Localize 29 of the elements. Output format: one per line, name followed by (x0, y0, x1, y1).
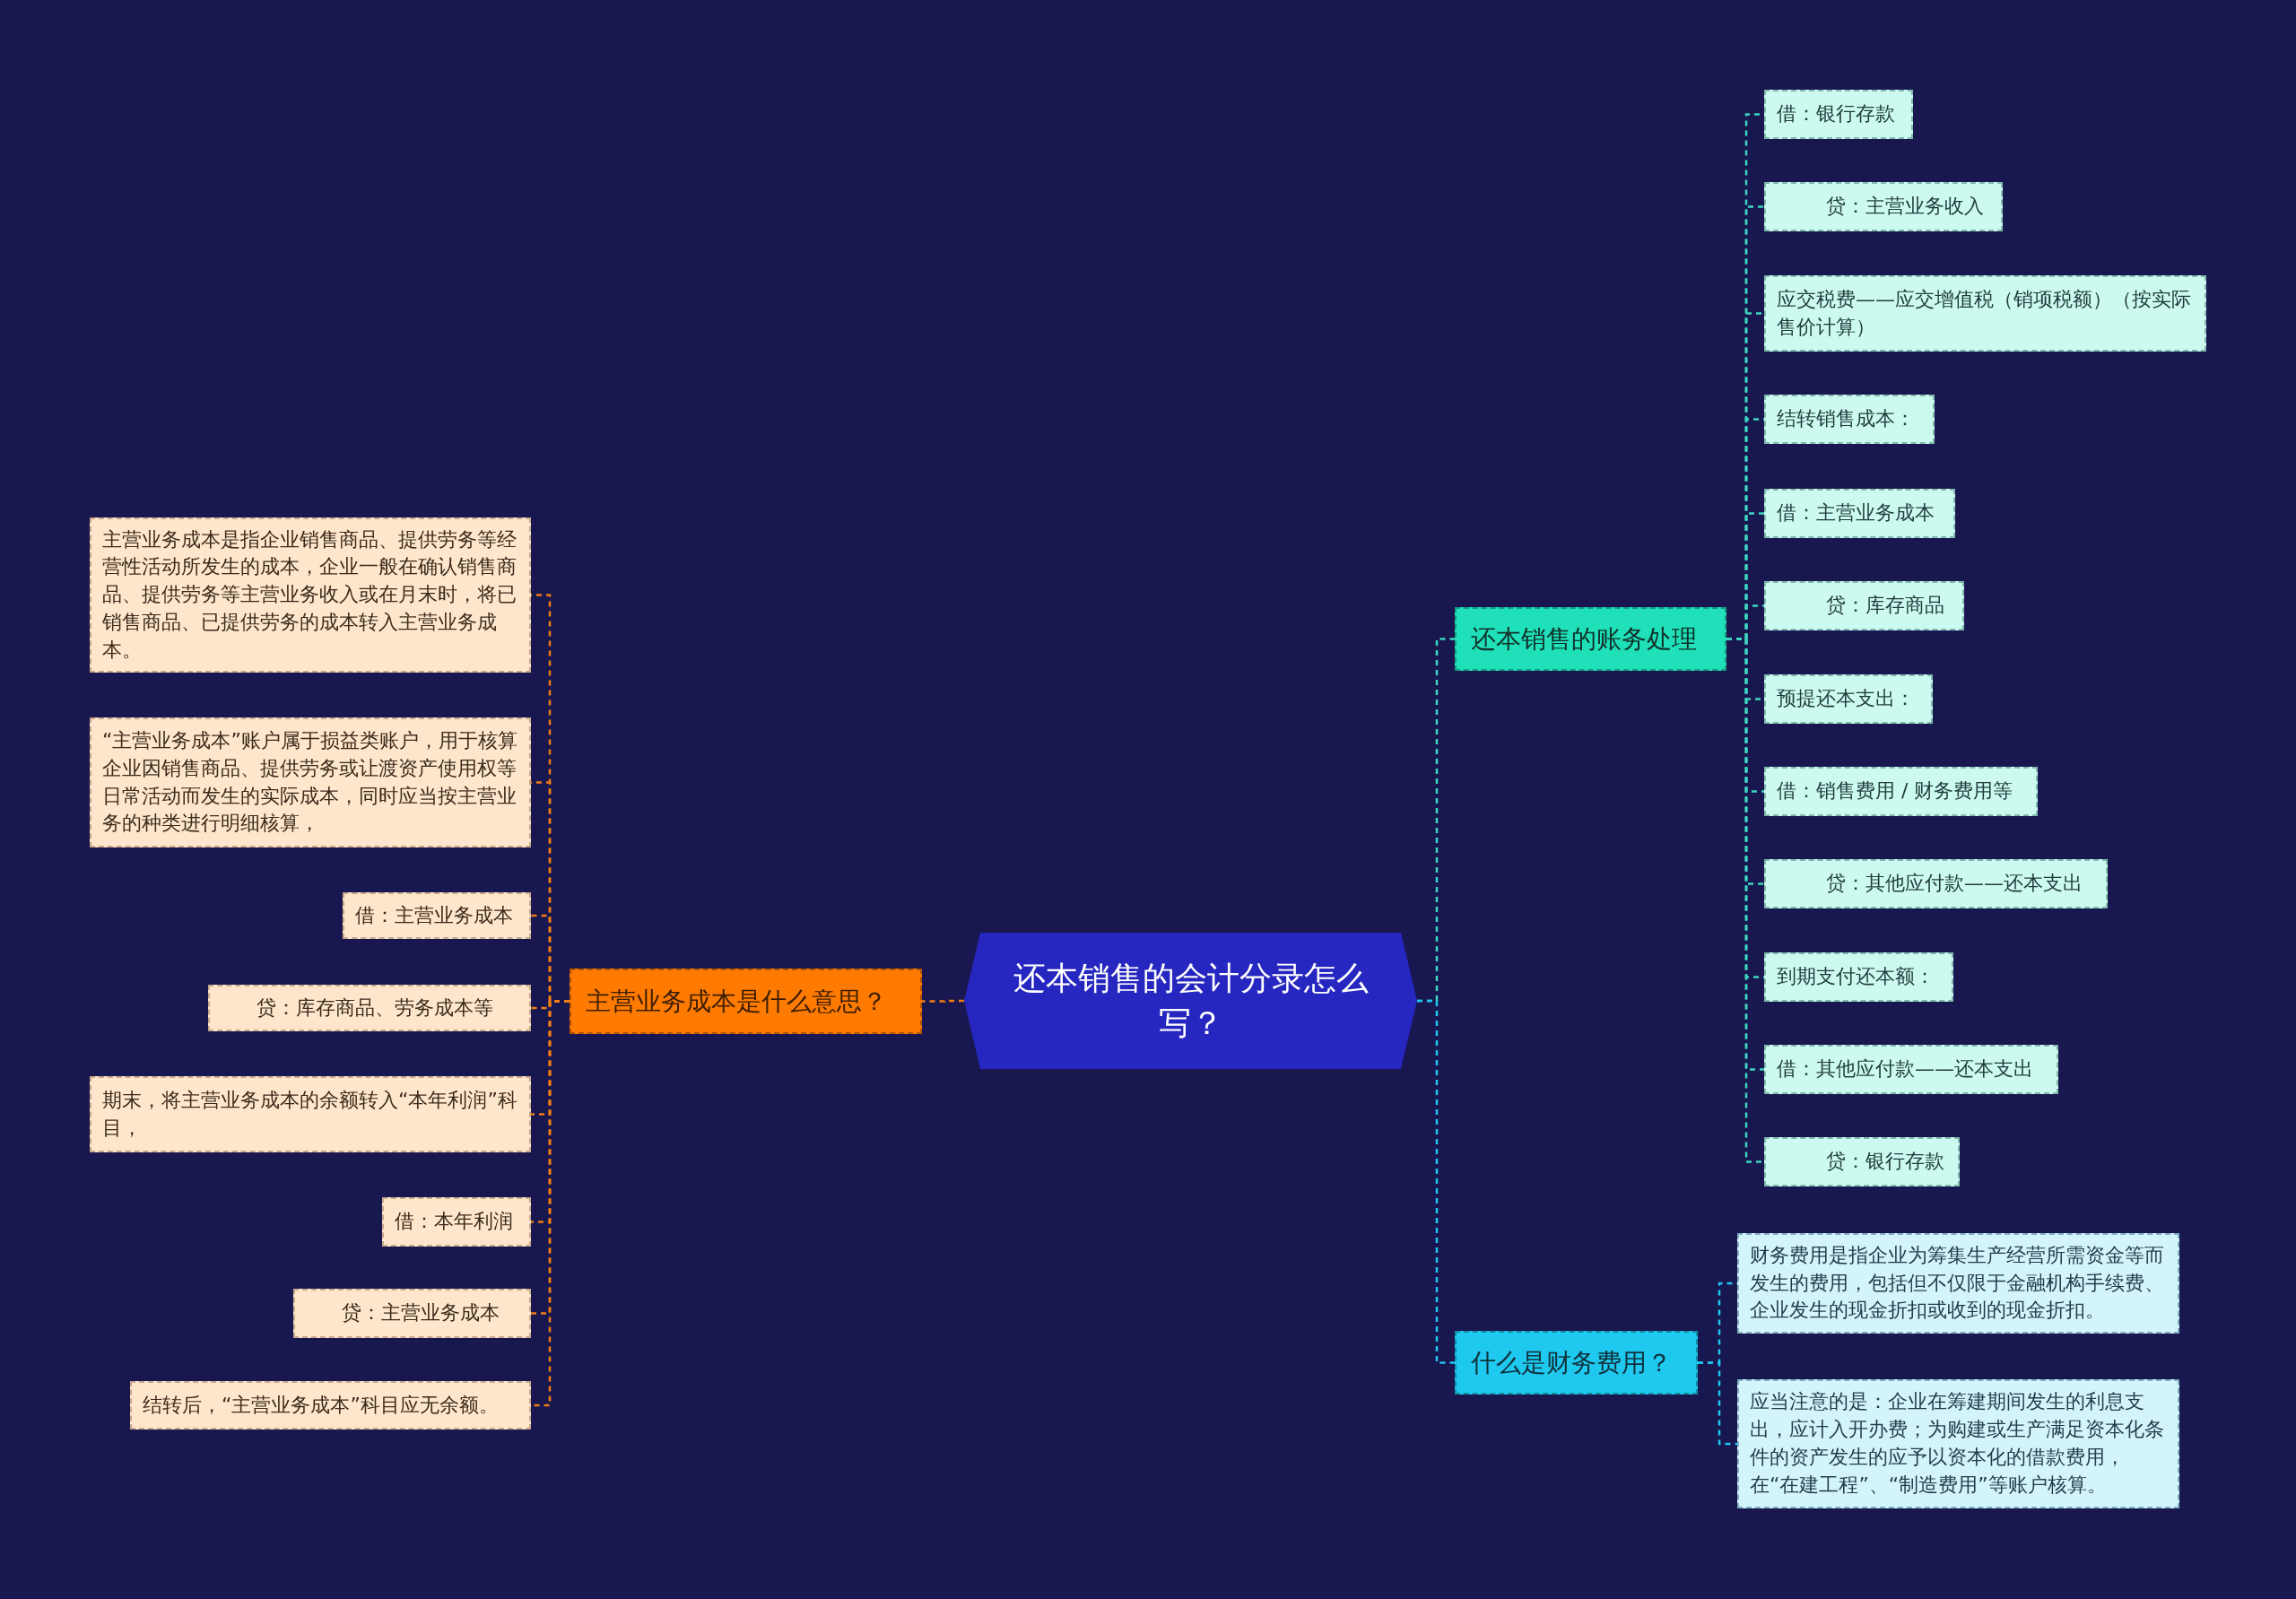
note-card: 借：主营业务成本 (1764, 489, 1955, 538)
note-card: 预提还本支出： (1764, 674, 1933, 724)
note-card: 期末，将主营业务成本的余额转入“本年利润”科目， (90, 1076, 531, 1152)
connector-line (922, 999, 964, 1003)
note-card: 借：其他应付款——还本支出 (1764, 1045, 2058, 1094)
note-card: 借：销售费用 / 财务费用等 (1764, 767, 2038, 816)
note-card: 贷：库存商品、劳务成本等 (208, 985, 531, 1031)
note-card: 应当注意的是：企业在筹建期间发生的利息支出，应计入开办费；为购建或生产满足资本化条件的资产发生的应予以资本化的借款费用，在“在建工程”、“制造费用”等账户核算。 (1737, 1379, 2179, 1508)
note-card: 应交税费——应交增值税（销项税额）（按实际售价计算） (1764, 275, 2206, 352)
note-card: 借：本年利润 (382, 1197, 531, 1247)
note-card: 主营业务成本是指企业销售商品、提供劳务等经营性活动所发生的成本，企业一般在确认销售商品、提供劳务等主营业务收入或在月末时，将已销售商品、已提供劳务的成本转入主营业务成本。 (90, 517, 531, 673)
branch-topic: 主营业务成本是什么意思？ (570, 969, 922, 1034)
connector-line (1417, 999, 1455, 1364)
note-card: 贷：银行存款 (1764, 1137, 1960, 1186)
central-topic: 还本销售的会计分录怎么写？ (964, 933, 1417, 1069)
note-card: “主营业务成本”账户属于损益类账户，用于核算企业因销售商品、提供劳务或让渡资产使用权等日常活动而发生的实际成本，同时应当按主营业务的种类进行明细核算， (90, 717, 531, 847)
note-card: 借：主营业务成本 (343, 892, 531, 939)
note-card: 贷：主营业务成本 (293, 1289, 531, 1338)
connector-line (1698, 1361, 1737, 1446)
branch-topic: 什么是财务费用？ (1455, 1331, 1698, 1395)
note-card: 借：银行存款 (1764, 90, 1913, 139)
note-card: 贷：其他应付款——还本支出 (1764, 859, 2108, 908)
note-card: 财务费用是指企业为筹集生产经营所需资金等而发生的费用，包括但不仅限于金融机构手续费、企业发生的现金折扣或收到的现金折扣。 (1737, 1233, 2179, 1334)
note-card: 贷：库存商品 (1764, 581, 1964, 630)
note-card: 到期支付还本额： (1764, 952, 1953, 1002)
branch-topic: 还本销售的账务处理 (1455, 607, 1726, 671)
note-card: 结转后，“主营业务成本”科目应无余额。 (130, 1381, 531, 1430)
note-card: 贷：主营业务收入 (1764, 182, 2003, 231)
note-card: 结转销售成本： (1764, 395, 1935, 444)
